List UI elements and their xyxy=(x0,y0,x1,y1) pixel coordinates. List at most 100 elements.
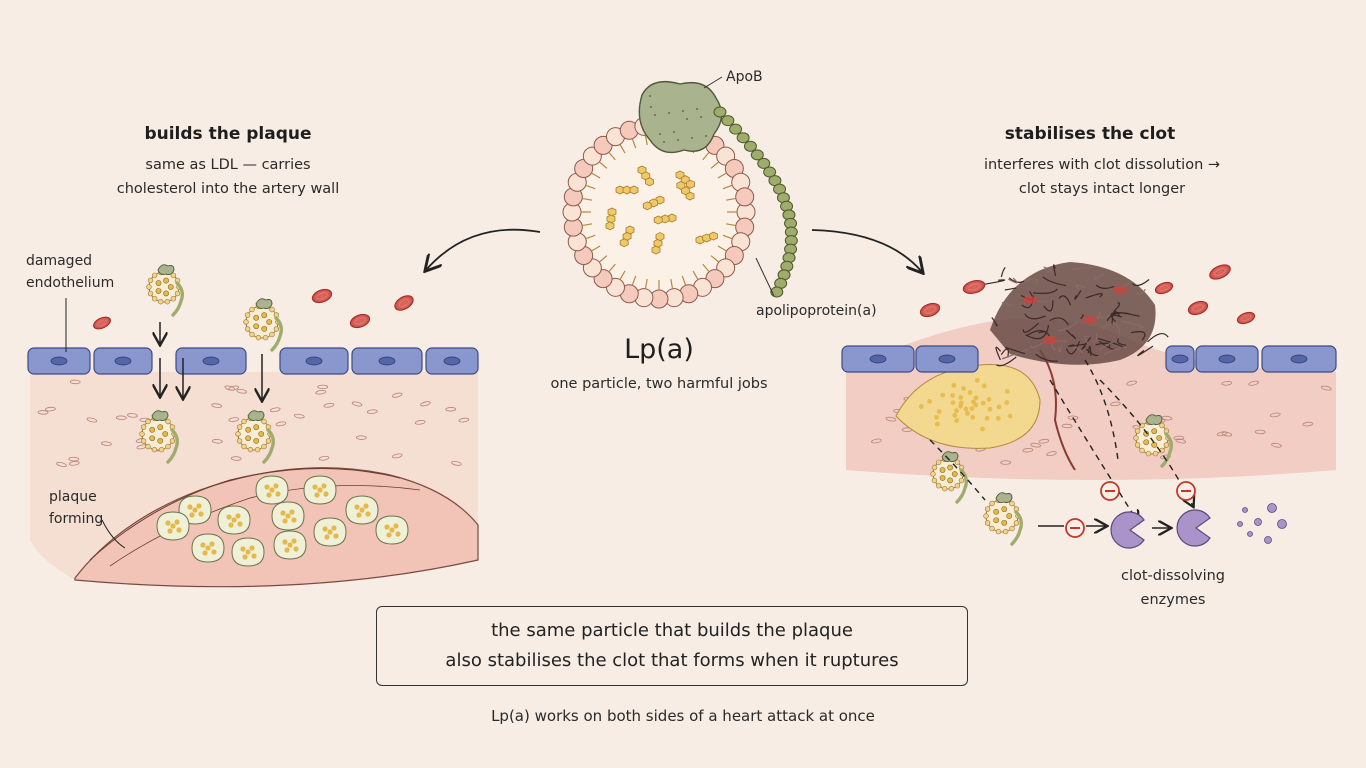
mini-particle-bead xyxy=(1134,428,1141,434)
lipid-dot xyxy=(934,421,940,427)
cell-nucleus xyxy=(1171,354,1189,364)
center-subtitle: one particle, two harmful jobs xyxy=(550,376,768,392)
phospholipid-tail xyxy=(591,172,601,179)
foam-cell-lipid xyxy=(251,553,257,559)
foam-cell-lipid xyxy=(198,511,204,517)
mini-particle-bead xyxy=(249,331,255,338)
mini-particle-bead xyxy=(935,483,942,489)
core-lipid-ring xyxy=(605,221,615,231)
foam-cell-lipid xyxy=(393,523,399,529)
mini-particle-lipid xyxy=(155,288,162,294)
lipid-dot xyxy=(952,413,958,418)
mini-particle-lipid xyxy=(149,426,156,433)
fibrin-strand xyxy=(1043,266,1054,273)
fibrin-strand xyxy=(1001,302,1013,307)
mini-lpa-particle xyxy=(139,410,180,464)
mini-lpa-particle xyxy=(983,492,1024,546)
lipid-dot xyxy=(936,409,942,414)
mini-particle-lipid xyxy=(157,437,164,444)
fibrin-strand xyxy=(1074,290,1082,300)
lipid-dot xyxy=(996,404,1002,410)
mini-particle-lipid xyxy=(245,435,252,442)
foam-cell-lipid xyxy=(242,554,248,560)
apob-texture xyxy=(649,95,707,143)
phospholipid-tail xyxy=(598,255,608,263)
foam-cell xyxy=(375,515,409,545)
apob-speck xyxy=(696,108,698,110)
apoa-kringle xyxy=(757,157,771,169)
fibrin-strand xyxy=(1099,340,1115,350)
core-lipid-ring xyxy=(606,214,616,224)
fibrin-strand xyxy=(1100,323,1121,336)
mini-particle-bead xyxy=(1159,422,1165,429)
foam-cell-lipid xyxy=(170,523,176,529)
fibrin-strand xyxy=(1049,317,1070,326)
tissue-fibre xyxy=(1046,451,1057,457)
mini-particle-bead xyxy=(158,446,165,453)
mini-particle-lipid xyxy=(993,517,1000,524)
mini-particle-bead xyxy=(941,485,948,492)
mini-particle-bead xyxy=(269,331,275,338)
fibrin-strand xyxy=(1103,346,1128,356)
enzymes-label-line-1: clot-dissolving xyxy=(1120,568,1226,584)
foam-cell-lipid xyxy=(269,487,275,493)
enzyme-fragment xyxy=(1267,503,1277,513)
mini-particle-bead xyxy=(254,446,261,453)
foam-cell-lipid xyxy=(167,528,173,534)
fibrin-strand xyxy=(1065,341,1081,355)
arrow-to-left xyxy=(426,228,541,270)
lipid-dot xyxy=(965,410,970,416)
foam-cell-lipid xyxy=(291,538,297,544)
mini-apoa-tail xyxy=(171,281,185,317)
mini-particle-lipid xyxy=(1156,435,1163,441)
tissue-fibre xyxy=(1302,421,1314,427)
mini-particle-bead xyxy=(261,443,267,450)
inhibitor-symbol xyxy=(1100,481,1120,501)
red-blood-cell-center xyxy=(1242,315,1250,321)
fibrin-strand xyxy=(1057,322,1078,332)
foam-cell-lipid xyxy=(189,512,195,518)
core-lipid-ring xyxy=(667,213,677,223)
mini-particle-bead xyxy=(170,272,177,278)
phospholipid-tail xyxy=(591,245,601,252)
foam-cell-lipid xyxy=(333,533,339,539)
mini-particle-bead xyxy=(255,334,262,341)
mini-particle-bead xyxy=(165,418,171,425)
tissue-fibre xyxy=(1110,401,1121,407)
mini-apob xyxy=(995,492,1013,503)
mini-particle-lipid xyxy=(261,312,268,319)
phospholipid-tail xyxy=(585,184,596,190)
inhibitor-symbol xyxy=(1176,481,1196,501)
mini-particle-bead xyxy=(241,418,247,425)
apob-speck xyxy=(682,110,684,112)
left-tissue-texture xyxy=(37,379,470,468)
red-blood-cell-center xyxy=(98,320,106,326)
core-lipid-ring xyxy=(619,238,629,248)
enzyme xyxy=(1110,511,1145,549)
phospholipid-tail xyxy=(631,275,637,286)
fibrin-strand xyxy=(1005,346,1026,355)
left-red-blood-cells xyxy=(93,288,414,330)
tissue-fibre xyxy=(391,453,403,459)
mini-particle-lipid xyxy=(1001,519,1008,526)
apob-protein xyxy=(638,80,723,154)
mini-particle-bead xyxy=(157,298,164,305)
mini-particle-bead xyxy=(1145,450,1152,457)
left-description-line-1: same as LDL — carries xyxy=(145,157,311,173)
mini-apoa-tail xyxy=(270,316,284,352)
apoa-kringle xyxy=(736,132,750,144)
mini-particle-bead xyxy=(151,272,158,278)
enzyme-arrows xyxy=(1038,526,1170,528)
mini-particle-lipid xyxy=(253,323,260,330)
fibrin-strand xyxy=(1020,277,1038,285)
inhibition-paths xyxy=(929,359,1193,522)
foam-cell-lipid xyxy=(284,547,290,553)
trapped-red-cell xyxy=(1023,296,1037,304)
foam-cell-lipid xyxy=(312,484,318,490)
mini-apoa-tail xyxy=(1160,432,1174,468)
mini-particle-bead xyxy=(140,438,147,444)
mini-particle-bead xyxy=(930,471,936,477)
apob-speck xyxy=(659,133,661,135)
lipid-dot xyxy=(969,406,975,411)
mini-particle-lipid xyxy=(1001,506,1008,513)
